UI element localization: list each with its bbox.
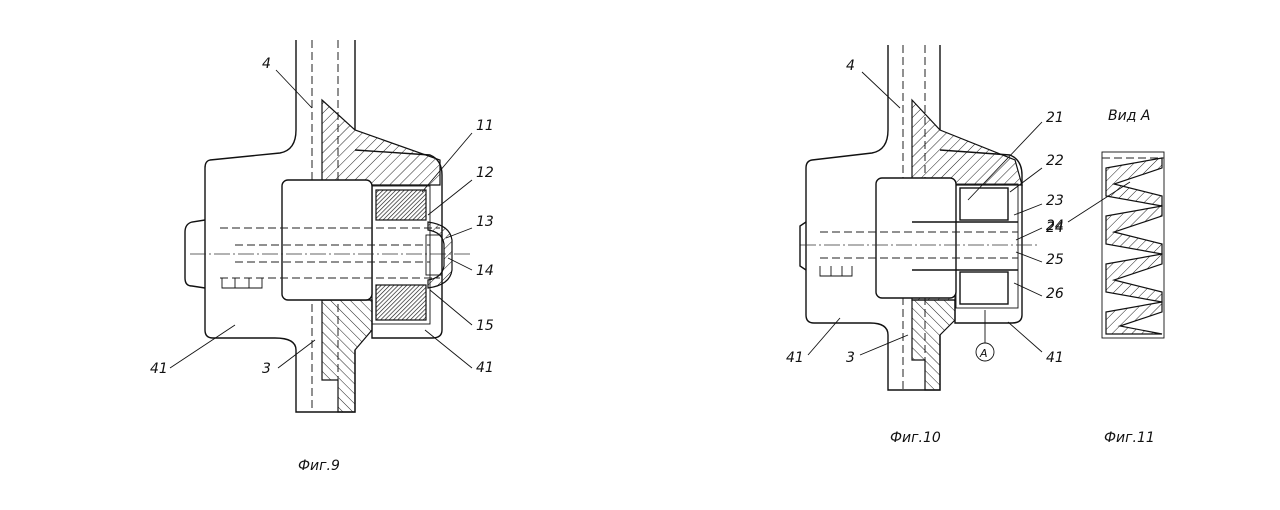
figure-11: Вид А 24 Фиг.11 xyxy=(1046,108,1165,446)
fig9-label-12: 12 xyxy=(476,165,494,181)
fig10-label-21: 21 xyxy=(1046,110,1064,126)
fig9-label-4: 4 xyxy=(262,56,271,72)
fig10-label-41-right: 41 xyxy=(1046,350,1064,366)
fig10-label-26: 26 xyxy=(1046,286,1064,302)
fig9-label-15: 15 xyxy=(476,318,494,334)
fig11-caption: Фиг.11 xyxy=(1104,430,1155,446)
fig9-label-11: 11 xyxy=(476,118,494,134)
fig10-caption: Фиг.10 xyxy=(890,430,941,446)
fig10-label-41-left: 41 xyxy=(786,350,804,366)
fig10-label-22: 22 xyxy=(1046,153,1064,169)
fig10-view-marker-a: A xyxy=(979,347,988,360)
fig9-label-41-right: 41 xyxy=(476,360,494,376)
fig9-label-14: 14 xyxy=(476,263,494,279)
fig11-title: Вид А xyxy=(1108,108,1150,124)
fig11-label-24: 24 xyxy=(1046,218,1064,234)
figure-9: 4 11 12 13 14 15 41 3 41 Фиг.9 xyxy=(150,40,494,474)
fig10-label-4: 4 xyxy=(846,58,855,74)
fig10-label-23: 23 xyxy=(1046,193,1064,209)
fig9-label-3: 3 xyxy=(262,361,271,377)
fig9-label-41-left: 41 xyxy=(150,361,168,377)
fig9-caption: Фиг.9 xyxy=(298,458,340,474)
fig10-label-3: 3 xyxy=(846,350,855,366)
fig10-label-25: 25 xyxy=(1046,252,1064,268)
fig9-label-13: 13 xyxy=(476,214,494,230)
figure-10: 4 21 22 23 24 25 26 41 3 41 A Фиг.10 xyxy=(786,45,1064,446)
fig10-label-24: 24 xyxy=(1046,220,1064,236)
